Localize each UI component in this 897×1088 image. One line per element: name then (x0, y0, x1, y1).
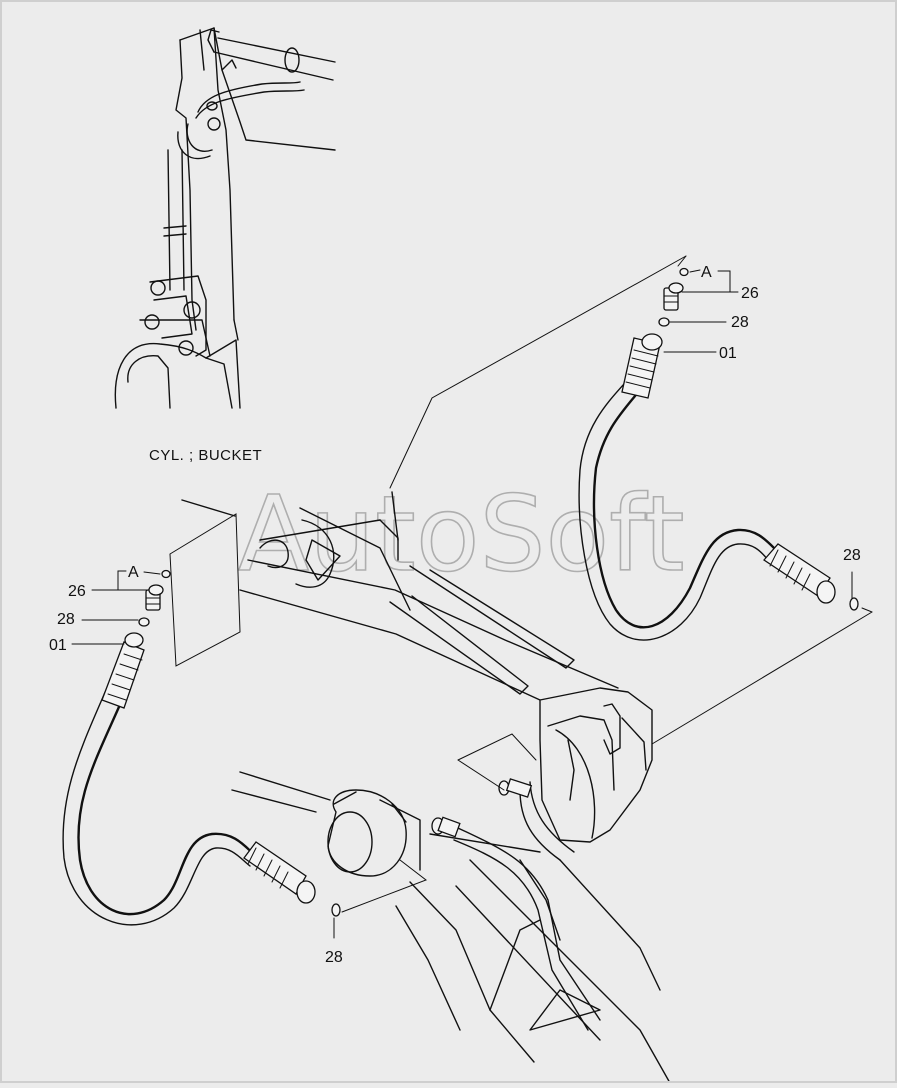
right-fitting-end (763, 543, 836, 604)
right-callout-26: 26 (741, 285, 759, 302)
right-fitting-01 (621, 333, 663, 399)
left-end-o-ring-28 (331, 903, 341, 917)
left-callout-01: 01 (49, 637, 67, 654)
right-callout-01: 01 (719, 345, 737, 362)
left-nipple-26 (145, 584, 164, 611)
right-plug-a (679, 267, 689, 277)
watermark-text: AutoSoft (238, 473, 685, 595)
right-ref-letter: A (701, 264, 712, 281)
diagram-title: CYL. ; BUCKET (149, 447, 262, 464)
right-end-o-ring-28 (849, 597, 859, 611)
right-end-callout-28: 28 (843, 547, 861, 564)
right-callout-28: 28 (731, 314, 749, 331)
callout-leaders (169, 255, 873, 913)
arm-overview-inset (114, 27, 336, 409)
left-fitting-01 (101, 632, 145, 709)
left-o-ring-28 (138, 617, 150, 627)
right-callouts: A 26 28 01 28 (663, 264, 861, 599)
right-hose-assembly (578, 267, 859, 641)
left-fitting-end (243, 841, 316, 904)
left-callouts: A 26 28 01 28 (49, 564, 343, 966)
left-callout-28: 28 (57, 611, 75, 628)
right-o-ring-28 (658, 317, 670, 327)
left-bottom-callout-28: 28 (325, 949, 343, 966)
left-callout-26: 26 (68, 583, 86, 600)
arm-fitting-lower (431, 816, 461, 838)
arm-assembly (181, 491, 671, 1084)
right-nipple-26 (663, 282, 684, 311)
left-ref-letter: A (128, 564, 139, 581)
left-plug-a (161, 569, 171, 579)
left-hose-assembly (62, 569, 341, 926)
arm-fitting-upper (498, 778, 533, 798)
